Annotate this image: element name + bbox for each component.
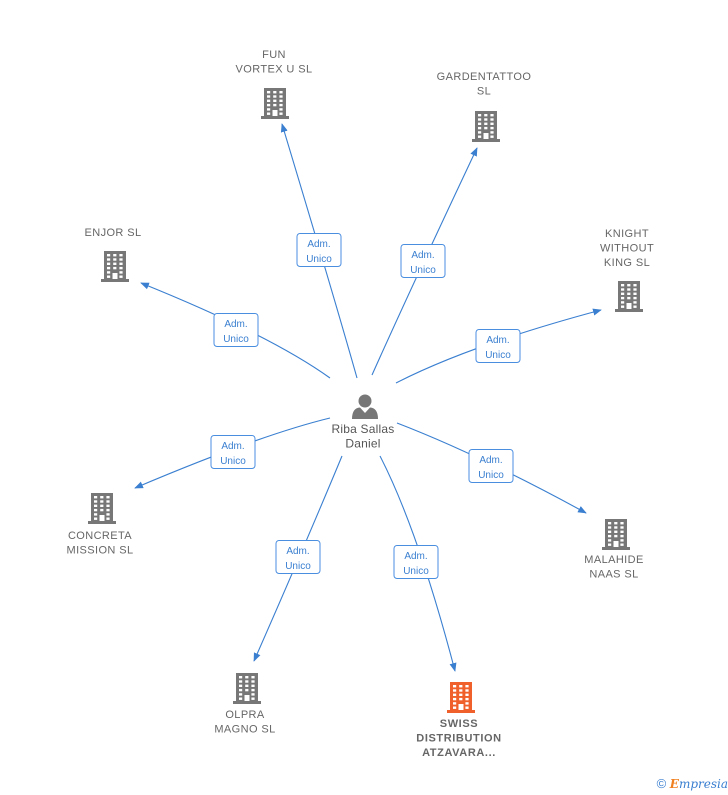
- building-icon[interactable]: [101, 251, 129, 282]
- relation-label-line: Adm.: [486, 335, 509, 346]
- relation-badge-box: [275, 540, 321, 574]
- relation-badge-knight-without-king[interactable]: Adm. Unico: [475, 329, 521, 363]
- relation-badge-box: [210, 435, 256, 469]
- relation-label-line: Unico: [485, 350, 511, 361]
- company-name-knight-without-king-line: KNIGHT: [605, 228, 649, 240]
- relation-label: Adm. Unico: [485, 335, 511, 361]
- company-name-olpra-magno: OLPRA MAGNO SL: [214, 709, 275, 736]
- relation-badge-box: [296, 233, 342, 267]
- company-node-knight-without-king[interactable]: KNIGHT WITHOUT KING SL: [600, 228, 654, 312]
- company-name-malahide-naas-line: NAAS SL: [589, 569, 638, 581]
- company-node-fun-vortex[interactable]: FUN VORTEX U SL: [236, 49, 313, 119]
- relation-badge-box: [475, 329, 521, 363]
- company-name-gardentattoo-line: GARDENTATTOO: [437, 71, 532, 83]
- company-name-concreta-mission-line: CONCRETA: [68, 530, 132, 542]
- relation-badge-concreta-mission[interactable]: Adm. Unico: [210, 435, 256, 469]
- company-name-enjor: ENJOR SL: [85, 227, 142, 239]
- company-name-concreta-mission-line: MISSION SL: [67, 545, 134, 557]
- company-name-malahide-naas: MALAHIDE NAAS SL: [584, 554, 643, 581]
- relation-label-line: Unico: [285, 561, 311, 572]
- company-name-fun-vortex-line: FUN: [262, 49, 286, 61]
- brand-logo: Empresia: [669, 777, 728, 791]
- relation-badge-swiss-distribution[interactable]: Adm. Unico: [393, 545, 439, 579]
- relation-label-line: Unico: [223, 334, 249, 345]
- relation-label: Adm. Unico: [306, 239, 332, 265]
- company-name-concreta-mission: CONCRETA MISSION SL: [67, 530, 134, 557]
- relation-label-line: Adm.: [221, 441, 244, 452]
- relation-badge-box: [213, 313, 259, 347]
- company-name-swiss-distribution-line: DISTRIBUTION: [416, 733, 501, 745]
- relation-label: Adm. Unico: [223, 319, 249, 345]
- company-node-concreta-mission[interactable]: CONCRETA MISSION SL: [67, 493, 134, 557]
- relation-label-line: Unico: [410, 265, 436, 276]
- company-node-swiss-distribution[interactable]: SWISS DISTRIBUTION ATZAVARA...: [416, 682, 501, 759]
- person-name-line: Daniel: [345, 437, 380, 451]
- building-icon[interactable]: [447, 682, 475, 713]
- relation-label-line: Unico: [403, 566, 429, 577]
- building-icon[interactable]: [615, 281, 643, 312]
- relation-badge-fun-vortex[interactable]: Adm. Unico: [296, 233, 342, 267]
- company-name-olpra-magno-line: OLPRA: [225, 709, 265, 721]
- relation-label: Adm. Unico: [403, 551, 429, 577]
- relation-label-line: Adm.: [411, 250, 434, 261]
- relation-label-line: Adm.: [224, 319, 247, 330]
- relation-label: Adm. Unico: [478, 455, 504, 481]
- edge-fun-vortex: [280, 123, 358, 379]
- relation-label-line: Adm.: [404, 551, 427, 562]
- company-name-knight-without-king: KNIGHT WITHOUT KING SL: [600, 228, 654, 269]
- relation-label-line: Adm.: [479, 455, 502, 466]
- relation-badge-malahide-naas[interactable]: Adm. Unico: [468, 449, 514, 483]
- company-name-gardentattoo: GARDENTATTOO SL: [437, 71, 532, 98]
- building-icon[interactable]: [602, 519, 630, 550]
- relation-badge-box: [400, 244, 446, 278]
- relation-label-line: Adm.: [286, 546, 309, 557]
- relation-badge-box: [468, 449, 514, 483]
- relation-label-line: Unico: [478, 470, 504, 481]
- company-name-fun-vortex-line: VORTEX U SL: [236, 64, 313, 76]
- relation-label-line: Unico: [220, 456, 246, 467]
- company-name-malahide-naas-line: MALAHIDE: [584, 554, 643, 566]
- relation-badge-box: [393, 545, 439, 579]
- building-icon[interactable]: [472, 111, 500, 142]
- company-name-enjor-line: ENJOR SL: [85, 227, 142, 239]
- building-icon[interactable]: [261, 88, 289, 119]
- relation-badge-gardentattoo[interactable]: Adm. Unico: [400, 244, 446, 278]
- company-name-swiss-distribution: SWISS DISTRIBUTION ATZAVARA...: [416, 718, 501, 759]
- copyright-symbol: ©: [656, 776, 667, 791]
- relation-badge-olpra-magno[interactable]: Adm. Unico: [275, 540, 321, 574]
- person-name-line: Riba Sallas: [332, 422, 395, 436]
- company-name-knight-without-king-line: WITHOUT: [600, 243, 654, 255]
- person-icon: [352, 394, 378, 419]
- company-name-knight-without-king-line: KING SL: [604, 257, 650, 269]
- building-icon[interactable]: [233, 673, 261, 704]
- relation-badge-enjor[interactable]: Adm. Unico: [213, 313, 259, 347]
- company-name-swiss-distribution-line: ATZAVARA...: [422, 747, 496, 759]
- relation-label: Adm. Unico: [410, 250, 436, 276]
- company-node-gardentattoo[interactable]: GARDENTATTOO SL: [437, 71, 532, 142]
- building-icon[interactable]: [88, 493, 116, 524]
- company-node-olpra-magno[interactable]: OLPRA MAGNO SL: [214, 673, 275, 736]
- relation-label-line: Adm.: [307, 239, 330, 250]
- relation-label: Adm. Unico: [285, 546, 311, 572]
- company-name-swiss-distribution-line: SWISS: [440, 718, 478, 730]
- company-node-enjor[interactable]: ENJOR SL: [85, 227, 142, 282]
- company-name-olpra-magno-line: MAGNO SL: [214, 724, 275, 736]
- company-name-fun-vortex: FUN VORTEX U SL: [236, 49, 313, 76]
- relation-label: Adm. Unico: [220, 441, 246, 467]
- company-node-malahide-naas[interactable]: MALAHIDE NAAS SL: [584, 519, 643, 581]
- relation-label-line: Unico: [306, 254, 332, 265]
- footer-brand[interactable]: © Empresia: [657, 776, 728, 791]
- company-name-gardentattoo-line: SL: [477, 86, 491, 98]
